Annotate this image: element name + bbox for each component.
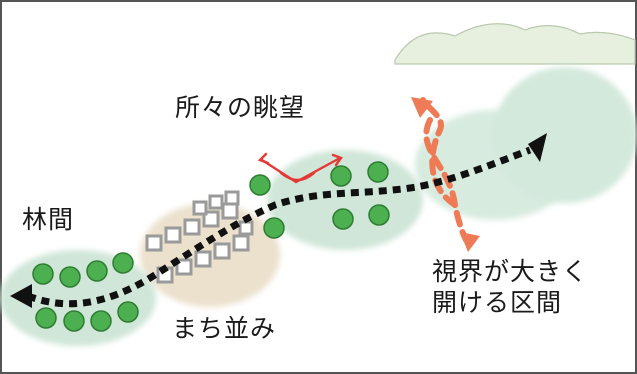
building-icon <box>224 190 240 206</box>
building-icon <box>175 258 193 276</box>
label-open-view-line2: 開ける区間 <box>432 288 563 318</box>
tree-icon <box>330 165 352 187</box>
label-forest: 林間 <box>22 205 75 234</box>
tree-icon <box>86 260 108 282</box>
tree-icon <box>263 217 285 239</box>
building-icon <box>183 218 201 236</box>
building-icon <box>208 194 224 210</box>
tree-icon <box>117 301 139 323</box>
tree-icon <box>32 263 54 285</box>
viewpoint-trees <box>249 161 390 239</box>
label-open-view: 視界が大きく 開ける区間 <box>432 256 588 319</box>
route-arrow-left-icon <box>10 284 32 308</box>
tree-icon <box>63 310 85 332</box>
open-view-arrow-up <box>420 97 458 208</box>
arrow-left-icon <box>257 152 270 165</box>
open-view-arrow-down <box>423 117 469 243</box>
open-view-arrows <box>420 97 469 243</box>
label-town: まち並み <box>172 314 277 343</box>
label-open-view-line1: 視界が大きく <box>432 257 589 286</box>
arrow-down-icon <box>460 232 480 252</box>
viewpoint-zone <box>267 150 423 250</box>
tree-icon <box>332 208 354 230</box>
town-buildings <box>145 190 254 284</box>
building-icon <box>194 250 212 268</box>
arrow-up-icon <box>411 97 433 118</box>
tree-icon <box>368 204 390 226</box>
view-arc <box>279 171 316 182</box>
tree-icon <box>367 161 389 183</box>
building-icon <box>213 242 231 260</box>
tree-icon <box>112 252 134 274</box>
route-arrow-right-icon <box>528 133 547 162</box>
tree-icon <box>90 310 112 332</box>
label-view: 所々の眺望 <box>175 93 306 122</box>
building-icon <box>221 202 239 220</box>
building-icon <box>232 234 250 252</box>
forest-trees <box>32 252 139 332</box>
building-icon <box>145 234 163 252</box>
tree-icon <box>35 307 57 329</box>
tree-icon <box>59 266 81 288</box>
building-icon <box>238 220 254 236</box>
mountain-icon <box>394 23 636 65</box>
building-icon <box>192 200 208 216</box>
arrow-right-icon <box>331 153 343 167</box>
building-icon <box>164 226 182 244</box>
tree-icon <box>249 174 271 196</box>
main-route <box>26 146 532 308</box>
